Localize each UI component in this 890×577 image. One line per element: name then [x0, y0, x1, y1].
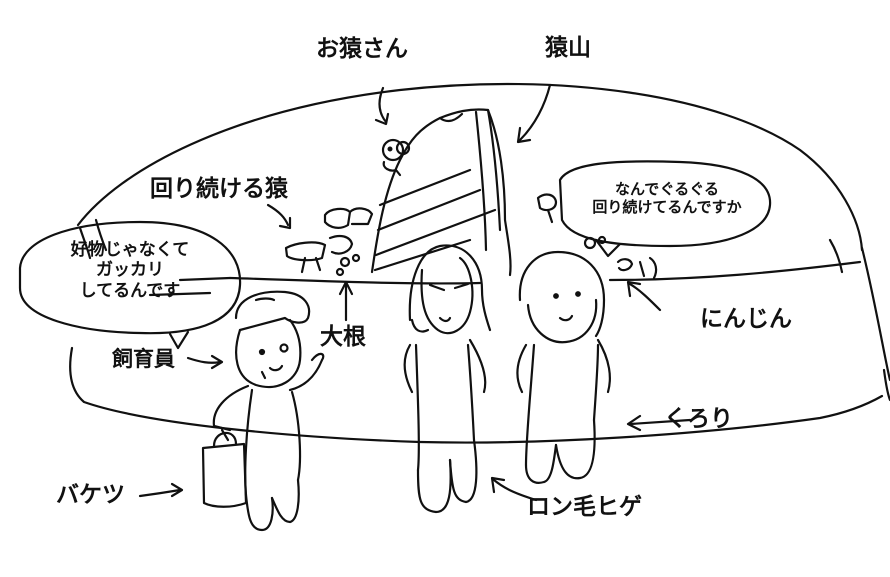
label-carrot: にんじん [700, 306, 792, 332]
bucket [201, 428, 248, 508]
label-long-hair-beard: ロン毛ヒゲ [527, 494, 642, 520]
label-arrows [138, 83, 692, 502]
monkey-mountain [370, 108, 512, 277]
question-speech-line: なんでぐるぐる [615, 180, 719, 198]
label-monkey-mountain: 猿山 [545, 35, 591, 61]
keeper-speech-text: 好物じゃなくて ガッカリ してるんです [24, 240, 236, 301]
circling-monkeys [284, 193, 658, 280]
label-keeper: 飼育員 [112, 347, 175, 371]
question-speech-bubble-shape [558, 160, 772, 258]
question-speech-line: 回り続けてるんですか [592, 198, 742, 216]
keeper-speech-line: ガッカリ [96, 260, 164, 281]
question-speech-text: なんでぐるぐる 回り続けてるんですか [566, 180, 768, 216]
monkey-figure [381, 138, 411, 177]
keeper-speech-bubble-shape [18, 220, 242, 350]
label-kurori: くろり [664, 406, 733, 432]
label-circling-monkeys: 回り続ける猿 [150, 176, 288, 202]
label-monkey: お猿さん [316, 36, 408, 62]
keeper-speech-line: してるんです [79, 280, 181, 301]
kurori-figure [516, 250, 611, 484]
label-bucket: バケツ [56, 482, 125, 508]
label-radish: 大根 [320, 324, 366, 350]
keeper-speech-line: 好物じゃなくて [70, 240, 190, 260]
keeper-figure [212, 290, 325, 532]
enclosure-outline [69, 82, 890, 444]
long-hair-beard-figure [403, 244, 492, 514]
